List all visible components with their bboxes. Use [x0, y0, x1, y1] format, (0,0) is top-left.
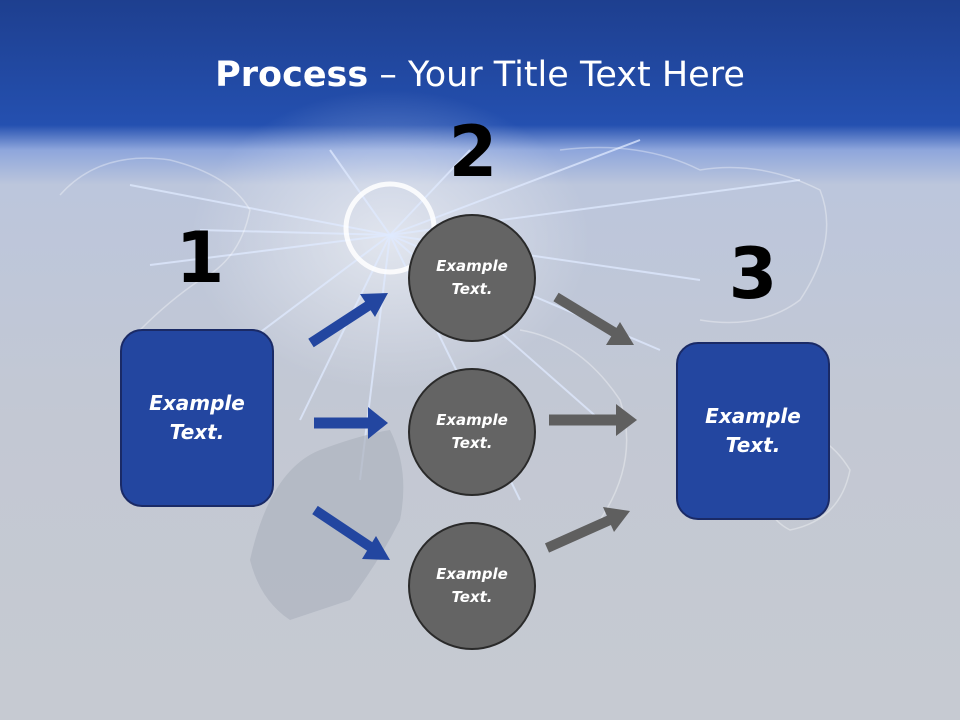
- circle-middle-line1: Example: [436, 411, 508, 429]
- arrow-middle-to-right: [549, 404, 637, 436]
- circle-middle-line2: Text.: [451, 434, 493, 452]
- left-box: Example Text.: [120, 329, 274, 507]
- title-bold: Process: [215, 55, 369, 95]
- circle-middle: Example Text.: [408, 368, 536, 496]
- left-box-line1: Example: [149, 391, 245, 415]
- circle-bottom: Example Text.: [408, 522, 536, 650]
- circle-bottom-line1: Example: [436, 565, 508, 583]
- step-number-2: 2: [448, 111, 498, 193]
- circle-top-line1: Example: [436, 257, 508, 275]
- right-box-line1: Example: [705, 404, 801, 428]
- left-box-line2: Text.: [169, 420, 225, 444]
- circle-top: Example Text.: [408, 214, 536, 342]
- step-number-1: 1: [175, 217, 225, 299]
- step-number-3: 3: [728, 233, 778, 315]
- arrow-top-to-right: [553, 292, 634, 345]
- arrow-bottom-to-right: [544, 507, 630, 553]
- arrow-left-to-middle: [314, 407, 388, 439]
- arrow-left-to-top: [308, 293, 388, 348]
- slide-title: Process – Your Title Text Here: [0, 52, 960, 98]
- circle-bottom-line2: Text.: [451, 588, 493, 606]
- title-rest: – Your Title Text Here: [368, 55, 745, 95]
- circle-top-line2: Text.: [451, 280, 493, 298]
- arrow-left-to-bottom: [312, 505, 390, 560]
- right-box-line2: Text.: [725, 433, 781, 457]
- right-box: Example Text.: [676, 342, 830, 520]
